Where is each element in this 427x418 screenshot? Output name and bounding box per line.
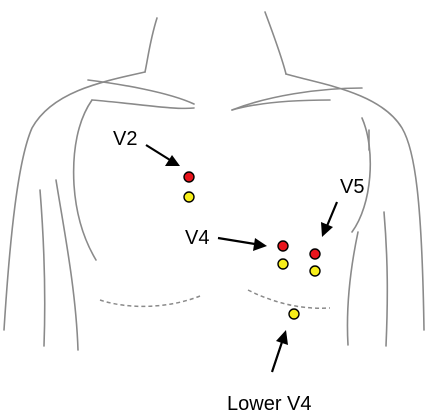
left-arm-inner-line (40, 190, 45, 346)
left-shoulder-outline (4, 72, 145, 330)
electrode-v5-yellow (310, 266, 320, 276)
right-rib-margin (248, 290, 330, 308)
right-clavicle-outline (232, 88, 362, 110)
label-v5: V5 (340, 176, 364, 198)
right-pectoral-outline (352, 118, 370, 232)
left-clavicle-lower-outline (92, 100, 194, 108)
neck-right-outline (265, 12, 286, 74)
label-lower-v4: Lower V4 (227, 393, 312, 415)
arrow-v4 (218, 238, 267, 251)
arrow-v5 (321, 202, 337, 237)
electrode-v2-yellow (184, 192, 194, 202)
electrode-v4-yellow (278, 259, 288, 269)
label-v4: V4 (185, 227, 209, 249)
right-side-line (347, 232, 358, 345)
right-shoulder-outline (286, 74, 424, 330)
neck-left-outline (145, 18, 157, 72)
left-side-line (56, 180, 78, 350)
electrode-lower-v4-yellow (289, 309, 299, 319)
electrode-v2-red (184, 172, 194, 182)
left-pectoral-outline (74, 100, 96, 260)
electrode-v4-red (278, 241, 288, 251)
arrow-v2 (146, 145, 180, 166)
arrow-lower-v4 (272, 330, 288, 372)
electrode-v5-red (310, 249, 320, 259)
label-v2: V2 (113, 128, 137, 150)
right-arm-inner-line (384, 212, 387, 346)
left-rib-margin (100, 296, 200, 306)
